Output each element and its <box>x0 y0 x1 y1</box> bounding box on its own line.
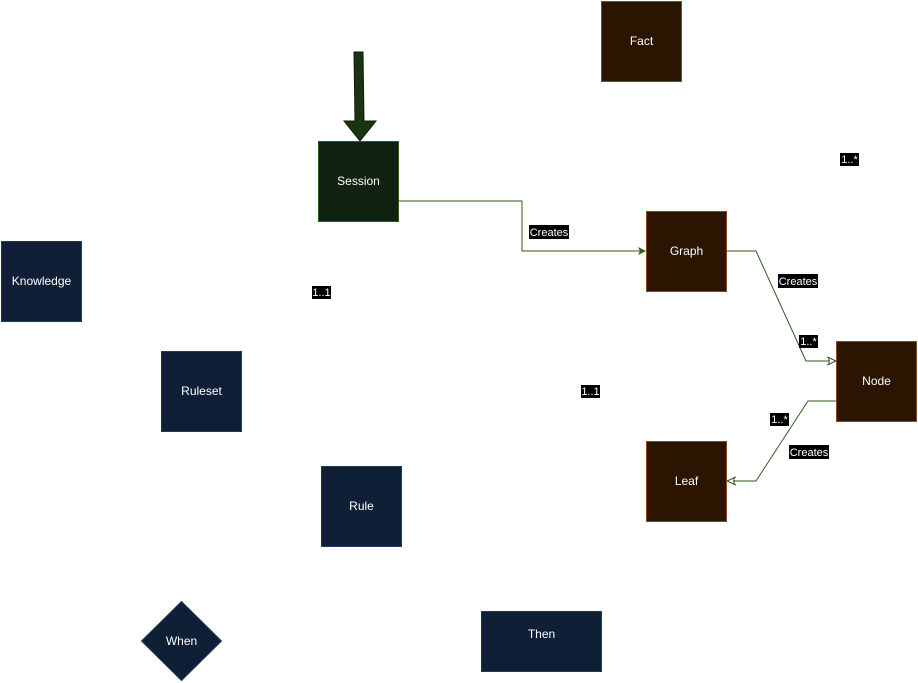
edge-node-leaf <box>733 400 836 482</box>
entry-arrow <box>342 51 378 142</box>
fact-label: Fact <box>630 34 654 48</box>
label-graph-node: Creates <box>778 274 818 288</box>
multiplicity-label: 1..1 <box>312 287 330 299</box>
graph-label: Graph <box>670 244 703 258</box>
then-node[interactable]: Then <box>481 611 602 672</box>
node-node[interactable]: Node <box>836 341 917 422</box>
session-node[interactable]: Session <box>318 141 399 222</box>
rule-node[interactable]: Rule <box>321 466 402 547</box>
graph-node[interactable]: Graph <box>646 211 727 292</box>
knowledge-node[interactable]: Knowledge <box>1 241 82 322</box>
leaf-label: Leaf <box>675 474 699 488</box>
creates-label: Creates <box>790 447 829 459</box>
multiplicity-label: 1..* <box>800 336 817 348</box>
crowsfoot-node <box>826 356 837 366</box>
crowsfoot-leaf <box>726 476 737 486</box>
mult-node-leaf: 1..* <box>770 413 789 426</box>
mult-graph-node: 1..* <box>799 335 818 348</box>
then-label: Then <box>528 627 555 641</box>
multiplicity-label: 1..1 <box>581 386 599 398</box>
leaf-node[interactable]: Leaf <box>646 441 727 522</box>
when-label: When <box>166 634 197 648</box>
knowledge-label: Knowledge <box>12 274 72 288</box>
mult-session: 1..1 <box>312 286 331 299</box>
creates-label: Creates <box>530 227 569 239</box>
arrowhead-graph <box>638 247 646 255</box>
when-node[interactable]: When <box>140 600 223 682</box>
multiplicity-label: 1..* <box>841 154 858 166</box>
edge-session-graph <box>399 200 640 252</box>
mult-fact: 1..* <box>840 153 859 166</box>
mult-center: 1..1 <box>581 385 600 398</box>
rule-label: Rule <box>349 499 374 513</box>
edge-graph-node <box>727 250 830 362</box>
label-session-graph: Creates <box>529 225 569 239</box>
ruleset-node[interactable]: Ruleset <box>161 351 242 432</box>
label-node-leaf: Creates <box>789 445 829 459</box>
session-label: Session <box>337 174 380 188</box>
multiplicity-label: 1..* <box>771 414 788 426</box>
node-label: Node <box>862 374 891 388</box>
fact-node[interactable]: Fact <box>601 1 682 82</box>
ruleset-label: Ruleset <box>181 384 222 398</box>
creates-label: Creates <box>779 276 818 288</box>
